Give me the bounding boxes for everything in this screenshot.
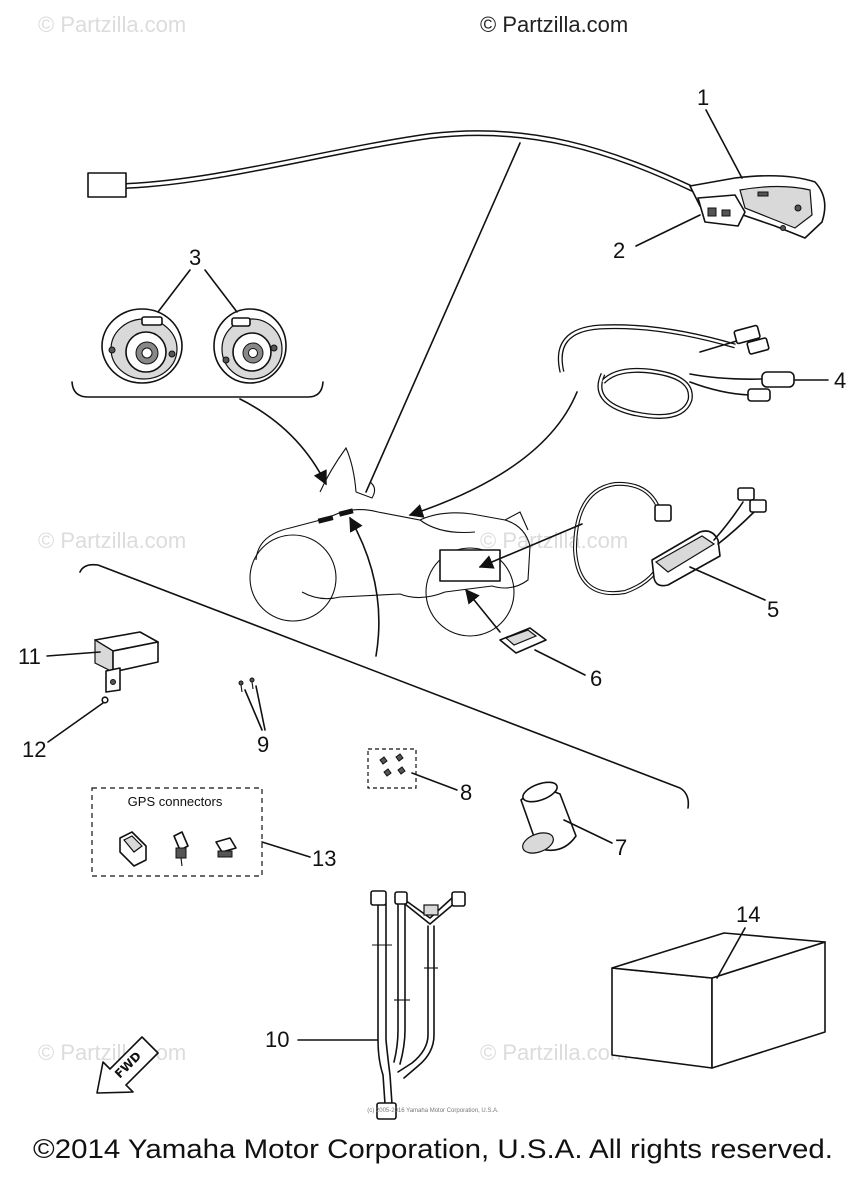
arrow-speakers-to-bike (239, 398, 327, 486)
callout-2: 2 (613, 238, 625, 263)
watermark-mid-left: © Partzilla.com (38, 528, 186, 553)
group-bracket-line (79, 563, 690, 809)
motorcycle-outline (249, 446, 531, 637)
arrow-module-to-bike (478, 523, 583, 569)
part-4-harness (557, 324, 795, 419)
callout-14: 14 (736, 902, 760, 927)
callout-5: 5 (767, 597, 779, 622)
arrow-harness-to-bike (408, 391, 578, 518)
arrow-group-to-bike (349, 516, 380, 657)
callout-11: 11 (18, 644, 41, 669)
part-3-speaker-left (101, 308, 183, 384)
watermark-bottom-left: © Partzilla.com (38, 1040, 186, 1065)
watermark-top-center: © Partzilla.com (480, 12, 628, 37)
callout-6: 6 (590, 666, 602, 691)
part-1-cable-controller (87, 130, 826, 239)
part-7-sleeve (520, 781, 577, 854)
callout-13: 13 (312, 846, 336, 871)
callout-3: 3 (189, 245, 201, 270)
module-location-box (439, 549, 501, 582)
callout-8: 8 (460, 780, 472, 805)
part-11-unit (94, 631, 159, 693)
watermark-bottom-right: © Partzilla.com (480, 1040, 628, 1065)
callout-4: 4 (834, 368, 846, 393)
part-9-pins (238, 677, 255, 693)
callout-10: 10 (265, 1027, 289, 1052)
part-1-connector (87, 172, 127, 198)
watermark-mid-right: © Partzilla.com (480, 528, 628, 553)
part-2-control-switch (697, 194, 746, 227)
copyright-notice: ©2014 Yamaha Motor Corporation, U.S.A. A… (33, 1134, 833, 1164)
part-5-module (572, 481, 767, 596)
arrow-clip-to-bike (465, 588, 501, 633)
gps-connectors-label: GPS connectors (128, 794, 223, 809)
part-13-gps-connectors: GPS connectors (91, 787, 263, 877)
callout-9: 9 (257, 732, 269, 757)
leader-cable-to-handlebar (365, 142, 521, 493)
part-8-screws (367, 748, 417, 789)
part-14-box (611, 932, 826, 1069)
callout-12: 12 (22, 737, 46, 762)
callout-leaders (46, 109, 829, 1041)
callout-1: 1 (697, 85, 709, 110)
small-copyright: (c) 2005-2016 Yamaha Motor Corporation, … (367, 1108, 499, 1114)
part-12-screw (101, 696, 109, 704)
part-3-speaker-right (213, 308, 287, 384)
speaker-bracket (71, 381, 324, 398)
part-10-wire-harness (370, 890, 466, 1120)
callout-7: 7 (615, 835, 627, 860)
part-6-clip (499, 627, 547, 654)
watermark-top-left: © Partzilla.com (38, 12, 186, 37)
